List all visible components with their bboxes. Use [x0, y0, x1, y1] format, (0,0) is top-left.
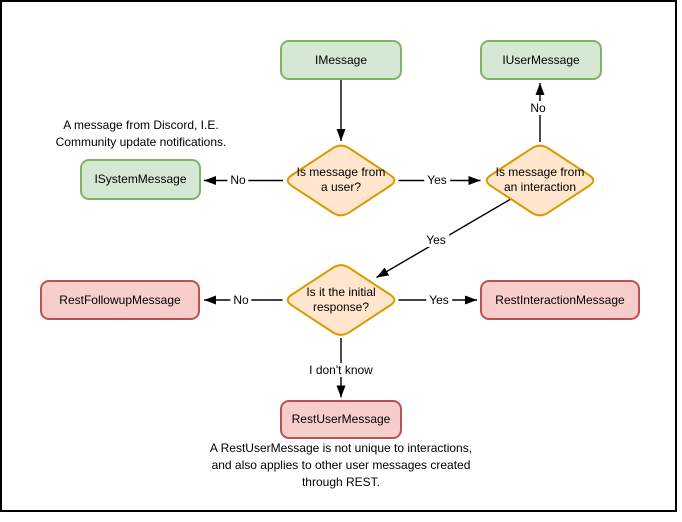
diamond-is-message-from-user: [286, 144, 396, 217]
decision-is-message-from-interaction: Is message from an interaction: [495, 165, 585, 194]
edge-label-yes-interaction: Yes: [424, 173, 450, 187]
node-restusermessage-label: RestUserMessage: [291, 412, 391, 426]
decision-is-message-from-user: Is message from a user?: [296, 165, 386, 194]
edge-label-i-dont-know: I don't know: [306, 363, 376, 377]
node-restfollowupmessage: RestFollowupMessage: [40, 280, 200, 320]
node-iusermessage: IUserMessage: [480, 40, 602, 80]
diamond-is-message-from-interaction: [485, 144, 595, 217]
edge-label-yes-initial: Yes: [423, 233, 449, 247]
diamond-is-initial-response: [286, 264, 396, 336]
node-restinteractionmessage: RestInteractionMessage: [480, 280, 640, 320]
annotation-system-message-note: A message from Discord, I.E. Community u…: [55, 118, 227, 149]
node-restusermessage: RestUserMessage: [280, 400, 402, 439]
node-iusermessage-label: IUserMessage: [502, 52, 580, 67]
edge-label-no-isystemmessage: No: [227, 173, 249, 187]
edge-label-no-iusermessage: No: [527, 101, 549, 115]
node-restinteractionmessage-label: RestInteractionMessage: [495, 292, 625, 307]
node-restfollowupmessage-label: RestFollowupMessage: [59, 292, 181, 307]
node-isystemmessage: ISystemMessage: [80, 159, 201, 200]
node-imessage: IMessage: [280, 40, 402, 80]
node-imessage-label: IMessage: [314, 52, 368, 67]
edge-label-yes-restinteraction: Yes: [426, 293, 452, 307]
annotation-restusermessage-note: A RestUserMessage is not unique to inter…: [209, 441, 473, 489]
node-isystemmessage-label: ISystemMessage: [94, 172, 187, 186]
edge-label-no-restfollowup: No: [230, 293, 252, 307]
decision-is-initial-response: Is it the initial response?: [306, 285, 376, 314]
